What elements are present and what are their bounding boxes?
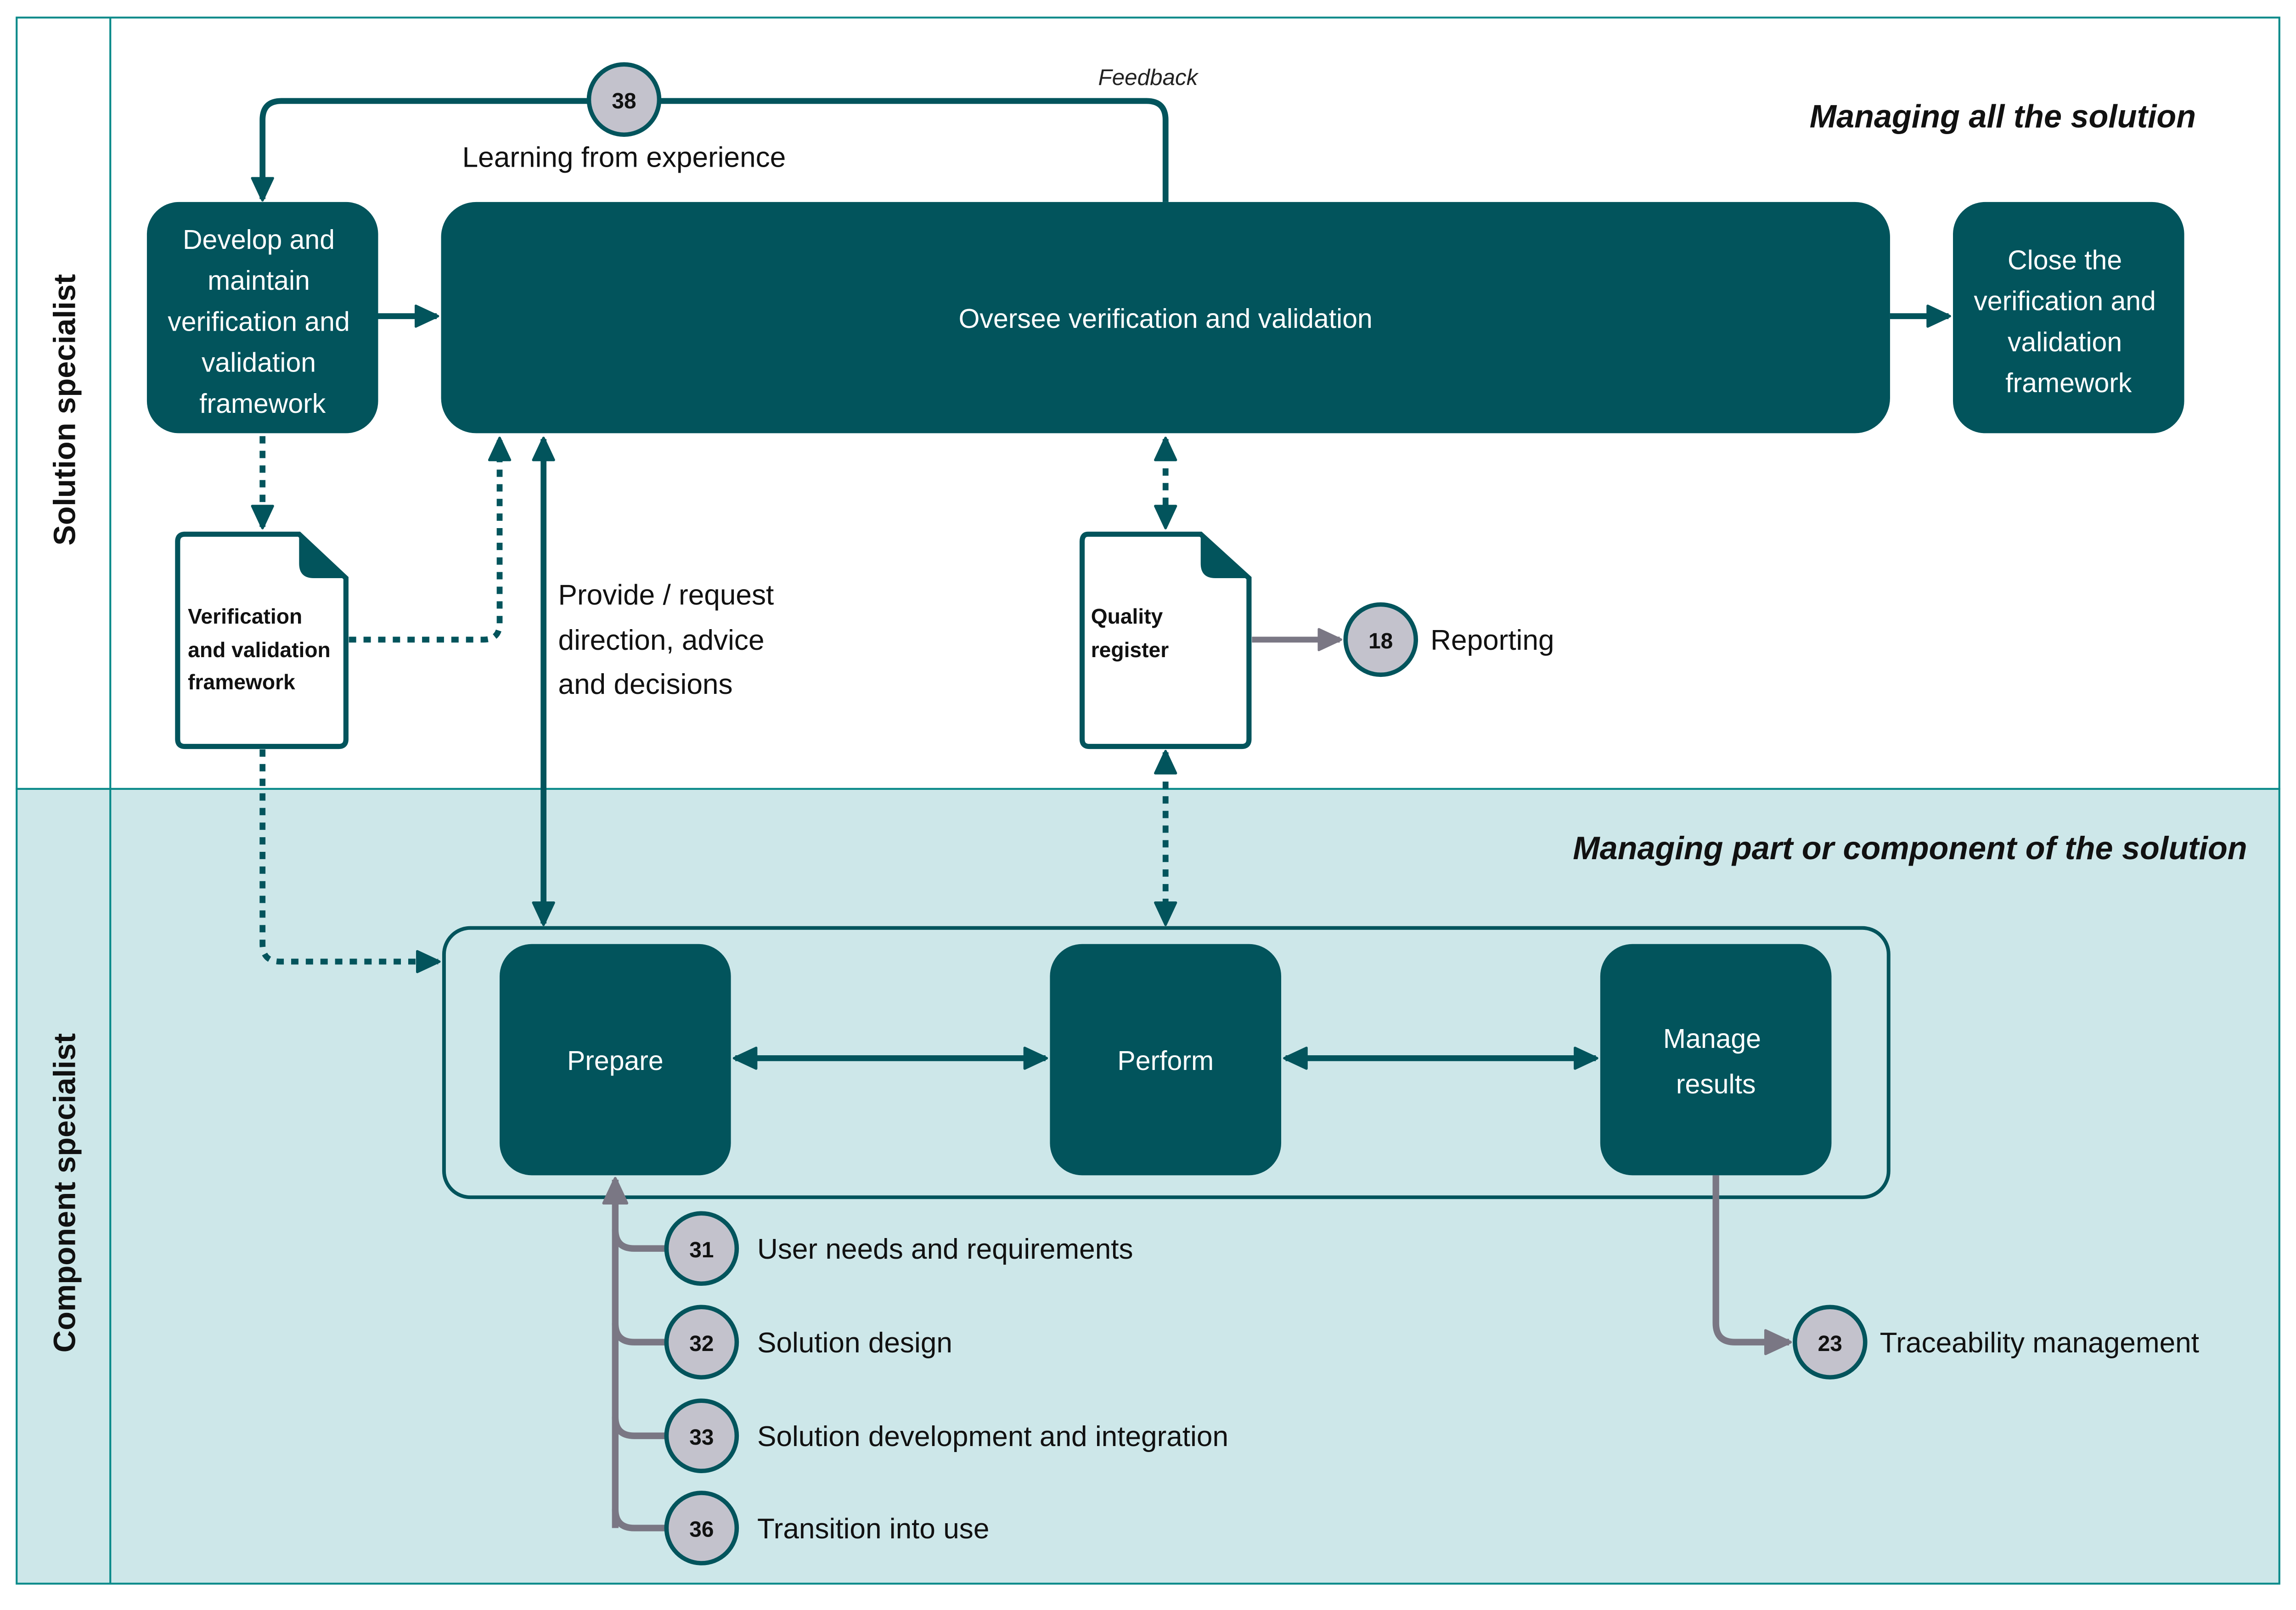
document-icon — [175, 531, 349, 749]
prepare-inputs: 31 User needs and requirements 32 Soluti… — [602, 1177, 1228, 1565]
region-title-component: Managing part or component of the soluti… — [1573, 830, 2247, 866]
process-link-32[interactable]: 32 Solution design — [664, 1305, 952, 1380]
direction-note: Provide / request direction, advice and … — [558, 579, 782, 700]
traceability-label: Traceability management — [1880, 1327, 2199, 1359]
input-label-36: Transition into use — [757, 1513, 989, 1545]
process-circle-18 — [1343, 602, 1418, 677]
process-circle-38[interactable] — [586, 62, 662, 137]
feedback-loop: Feedback 38 Learning from experience — [251, 62, 1199, 202]
close-framework-box[interactable]: Close the verification and validation fr… — [1953, 202, 2184, 433]
process-number-18: 18 — [1368, 629, 1393, 653]
input-label-33: Solution development and integration — [757, 1421, 1228, 1452]
oversee-label: Oversee verification and validation — [959, 304, 1373, 334]
process-number-33: 33 — [689, 1425, 714, 1450]
manage-results-box[interactable]: Manage results — [1600, 944, 1832, 1176]
develop-framework-label: Develop and maintain verification and va… — [168, 225, 357, 419]
feedback-arrow — [251, 98, 1169, 202]
process-number-23: 23 — [1818, 1332, 1842, 1356]
document-icon — [1079, 531, 1252, 749]
oversee-box[interactable]: Oversee verification and validation — [441, 202, 1890, 433]
learning-label: Learning from experience — [462, 141, 786, 173]
prepare-label: Prepare — [567, 1046, 664, 1076]
develop-framework-box[interactable]: Develop and maintain verification and va… — [146, 202, 378, 433]
process-link-36[interactable]: 36 Transition into use — [664, 1491, 989, 1565]
process-number-36: 36 — [689, 1518, 714, 1542]
input-label-32: Solution design — [757, 1327, 952, 1359]
manage-results-label: Manage results — [1663, 1024, 1768, 1099]
document-vv-framework-label: Verification and validation framework — [188, 604, 336, 694]
process-circle-23 — [1792, 1305, 1868, 1380]
prepare-box[interactable]: Prepare — [500, 944, 731, 1176]
process-number-31: 31 — [689, 1238, 714, 1262]
arrow-manage-to-traceability — [1712, 1175, 1792, 1356]
swimlanes: Solution specialist Component specialist… — [16, 17, 2280, 1585]
lane-label-component-specialist: Component specialist — [48, 1033, 82, 1352]
process-number-32: 32 — [689, 1332, 714, 1356]
process-number-38: 38 — [612, 89, 636, 113]
input-label-31: User needs and requirements — [757, 1233, 1133, 1265]
document-vv-framework[interactable]: Verification and validation framework — [175, 531, 349, 749]
close-framework-label: Close the verification and validation fr… — [1974, 245, 2163, 398]
process-link-31[interactable]: 31 User needs and requirements — [664, 1211, 1133, 1286]
perform-box[interactable]: Perform — [1050, 944, 1282, 1176]
dotted-arrow-doc-to-oversee — [349, 436, 512, 643]
process-link-reporting[interactable]: 18 Reporting — [1343, 602, 1554, 677]
lane-label-solution-specialist: Solution specialist — [48, 274, 82, 546]
feedback-label: Feedback — [1098, 65, 1199, 90]
document-quality-register[interactable]: Quality register — [1079, 531, 1252, 749]
region-title-all-solution: Managing all the solution — [1810, 98, 2196, 134]
document-quality-register-label: Quality register — [1091, 604, 1169, 662]
dotted-arrow-doc-to-component — [259, 749, 441, 974]
process-link-33[interactable]: 33 Solution development and integration — [664, 1398, 1228, 1473]
reporting-label: Reporting — [1430, 625, 1554, 656]
perform-label: Perform — [1117, 1046, 1214, 1076]
process-link-traceability[interactable]: 23 Traceability management — [1792, 1305, 2199, 1380]
